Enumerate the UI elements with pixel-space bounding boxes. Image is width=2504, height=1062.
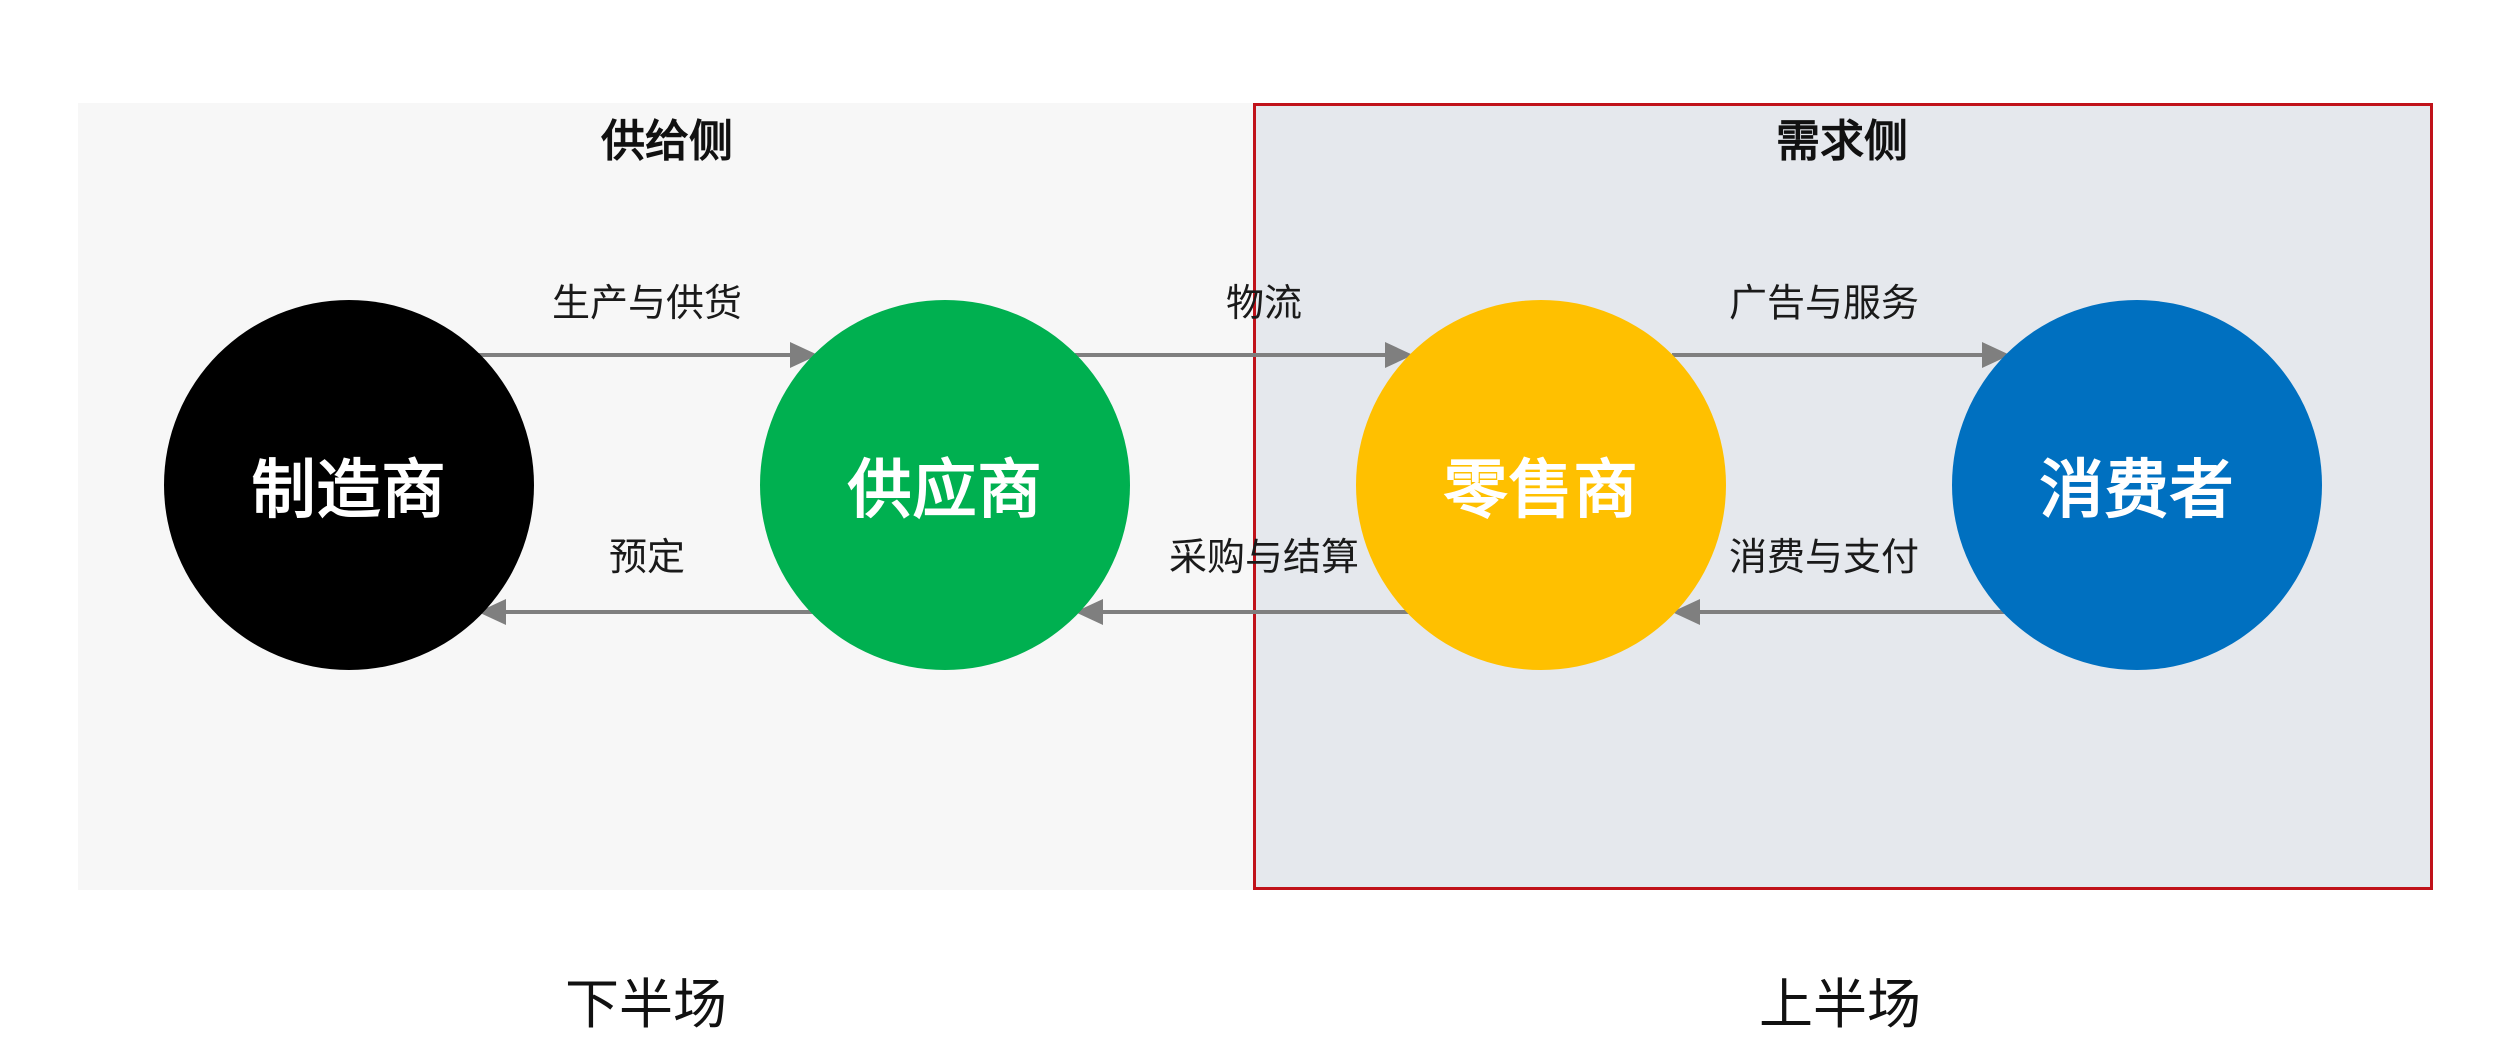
supply-side-title: 供给侧: [601, 116, 733, 167]
flow-label-booking: 预定: [608, 535, 686, 579]
flow-label-ads-service: 广告与服务: [1728, 281, 1920, 325]
upper-half-label: 上半场: [1759, 973, 1921, 1036]
node-consumer-label: 消费者: [2039, 454, 2235, 528]
demand-side-title: 需求侧: [1776, 116, 1908, 167]
flow-label-purchase-settlement: 采购与结算: [1168, 535, 1360, 579]
lower-half-label: 下半场: [565, 973, 727, 1036]
node-retailer: 零售商: [1356, 300, 1726, 670]
flow-label-production-supply: 生产与供货: [551, 281, 743, 325]
flow-label-consumption-payment: 消费与支付: [1728, 535, 1920, 579]
flow-label-logistics: 物流: [1225, 281, 1303, 325]
node-retailer-label: 零售商: [1443, 454, 1639, 528]
node-manufacturer-label: 制造商: [251, 454, 447, 528]
node-supplier: 供应商: [760, 300, 1130, 670]
node-manufacturer: 制造商: [164, 300, 534, 670]
node-consumer: 消费者: [1952, 300, 2322, 670]
node-supplier-label: 供应商: [847, 454, 1043, 528]
